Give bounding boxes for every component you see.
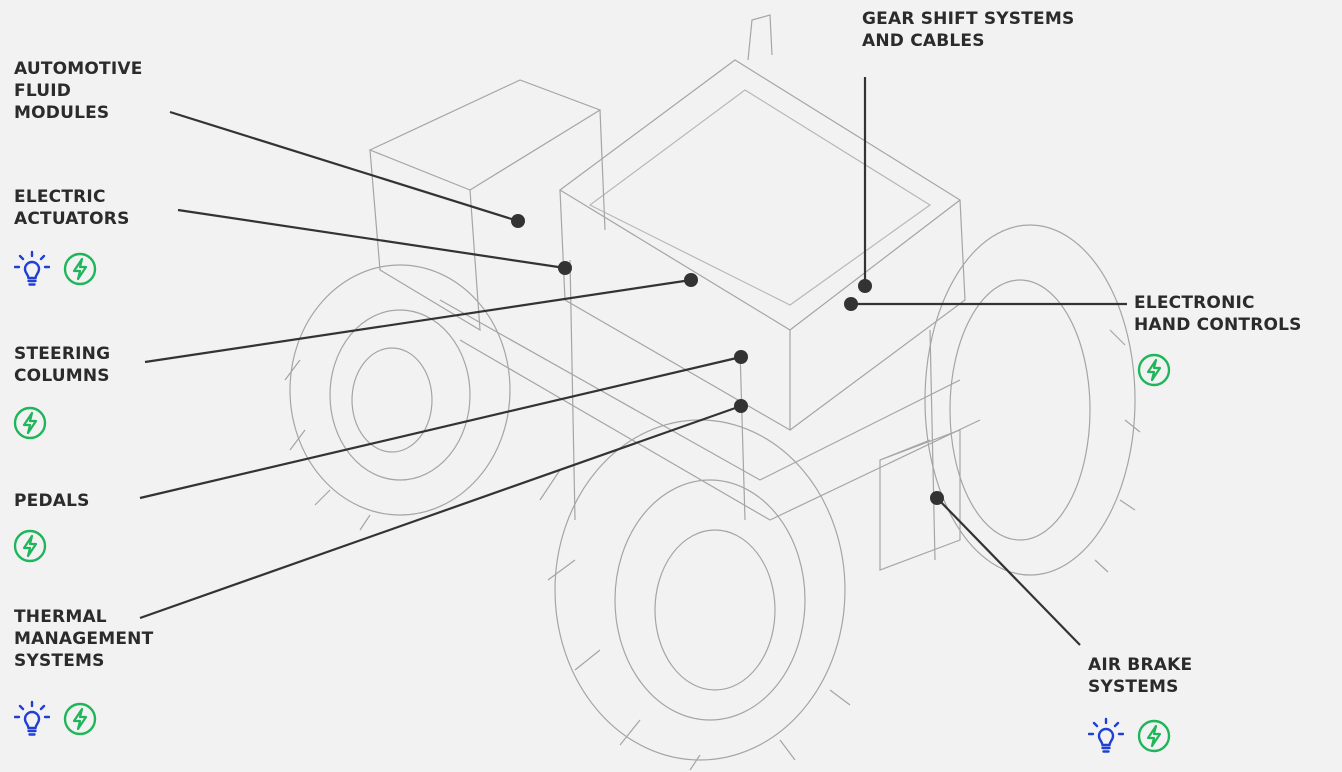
callout-dot-gear-shift-systems [858,279,872,293]
pedals-icons [12,527,48,565]
label-automotive-fluid-modules: AUTOMOTIVE FLUID MODULES [14,59,143,123]
label-thermal-management-systems: THERMAL MANAGEMENT SYSTEMS [14,607,154,671]
label-air-brake-systems: AIR BRAKE SYSTEMS [1088,655,1193,697]
leader-line-electric-actuators [177,208,566,270]
leader-line-pedals [139,355,742,500]
callout-dot-air-brake-systems [930,491,944,505]
bolt-icon [63,702,97,736]
bulb-icon [14,250,50,286]
bolt-icon [63,252,97,286]
air-brake-systems-icons [1088,717,1172,755]
bulb-icon [1088,717,1124,753]
bolt-icon [13,529,47,563]
callout-dot-pedals [734,350,748,364]
callout-dot-thermal-management [734,399,748,413]
leader-lines [139,77,1127,646]
label-pedals: PEDALS [14,491,90,511]
leader-line-automotive-fluid-modules [169,110,519,223]
tractor-sketch [284,14,1141,771]
electronic-hand-controls-icons [1136,351,1172,389]
leader-line-thermal-management [139,404,742,620]
callout-dot-automotive-fluid-modules [511,214,525,228]
leader-line-air-brake-systems [936,497,1081,646]
label-electronic-hand-controls: ELECTRONIC HAND CONTROLS [1134,293,1302,335]
callout-dot-electronic-hand-controls [844,297,858,311]
bolt-icon [1137,353,1171,387]
callout-dot-steering-columns [684,273,698,287]
electric-actuators-icons [14,250,98,288]
thermal-management-icons [14,700,98,738]
bolt-icon [1137,719,1171,753]
leader-dots [511,214,944,505]
steering-columns-icons [12,404,48,442]
label-gear-shift-systems: GEAR SHIFT SYSTEMS AND CABLES [862,9,1075,51]
label-electric-actuators: ELECTRIC ACTUATORS [14,187,130,229]
bulb-icon [14,700,50,736]
label-steering-columns: STEERING COLUMNS [14,344,111,386]
bolt-icon [13,406,47,440]
leader-line-steering-columns [144,278,692,364]
callout-dot-electric-actuators [558,261,572,275]
